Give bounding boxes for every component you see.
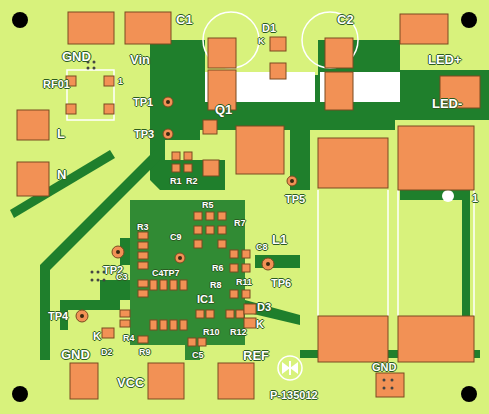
silkscreen-label: C4 bbox=[152, 268, 164, 278]
silkscreen-label: TP3 bbox=[134, 128, 154, 140]
silkscreen-label: C1 bbox=[176, 13, 193, 27]
silkscreen-label: Vin bbox=[130, 53, 150, 67]
silkscreen-label: GND bbox=[61, 348, 90, 362]
silkscreen-label: D1 bbox=[262, 22, 276, 34]
silkscreen-label: R6 bbox=[212, 263, 224, 273]
silkscreen-label: Q1 bbox=[215, 103, 232, 117]
silkscreen-label: R4 bbox=[123, 333, 135, 343]
silkscreen-label: VCC bbox=[117, 376, 144, 390]
silkscreen-label: R3 bbox=[137, 222, 149, 232]
silkscreen-label: GND bbox=[62, 50, 91, 64]
silkscreen-label: C9 bbox=[170, 232, 182, 242]
silkscreen-label: RF01 bbox=[43, 78, 70, 90]
silkscreen-label: K bbox=[258, 36, 265, 46]
silkscreen-label: R2 bbox=[186, 176, 198, 186]
silkscreen-label: R5 bbox=[202, 200, 214, 210]
silkscreen-label: L1 bbox=[272, 233, 287, 247]
silkscreen-label: R8 bbox=[210, 280, 222, 290]
silkscreen-label: REF bbox=[243, 349, 269, 363]
silkscreen-label: TP7 bbox=[163, 268, 180, 278]
silkscreen-label: TP1 bbox=[133, 96, 153, 108]
silkscreen-label: C8 bbox=[256, 242, 268, 252]
silkscreen-label: C5 bbox=[192, 350, 204, 360]
silkscreen-label: IC1 bbox=[197, 293, 214, 305]
silkscreen-label: N bbox=[57, 168, 66, 182]
silkscreen-label: K bbox=[93, 330, 101, 342]
silkscreen-label: R11 bbox=[236, 277, 252, 287]
silkscreen-label: R1 bbox=[170, 176, 182, 186]
silkscreen-label: LED+ bbox=[428, 53, 462, 67]
silkscreen-label: TP6 bbox=[271, 277, 291, 289]
silkscreen-label: D2 bbox=[101, 347, 113, 357]
silkscreen-label: D3 bbox=[257, 301, 271, 313]
silkscreen-label: R12 bbox=[230, 327, 247, 337]
silkscreen-label: 1 bbox=[118, 76, 123, 86]
silkscreen-label: R10 bbox=[203, 327, 220, 337]
silkscreen-label: 1 bbox=[472, 192, 478, 204]
silkscreen-label: P-135012 bbox=[270, 389, 318, 401]
silkscreen-label: TP4 bbox=[48, 310, 68, 322]
silkscreen-label: L bbox=[57, 127, 65, 141]
silkscreen-label: C2 bbox=[337, 13, 354, 27]
silkscreen-label: LED- bbox=[432, 97, 462, 111]
silkscreen-label: TP5 bbox=[285, 193, 305, 205]
silkscreen-label: GND bbox=[372, 361, 396, 373]
silkscreen-label: C3 bbox=[116, 272, 128, 282]
silkscreen-label: K bbox=[256, 318, 264, 330]
silkscreen-label: R7 bbox=[234, 218, 246, 228]
silkscreen-label: R9 bbox=[139, 347, 151, 357]
